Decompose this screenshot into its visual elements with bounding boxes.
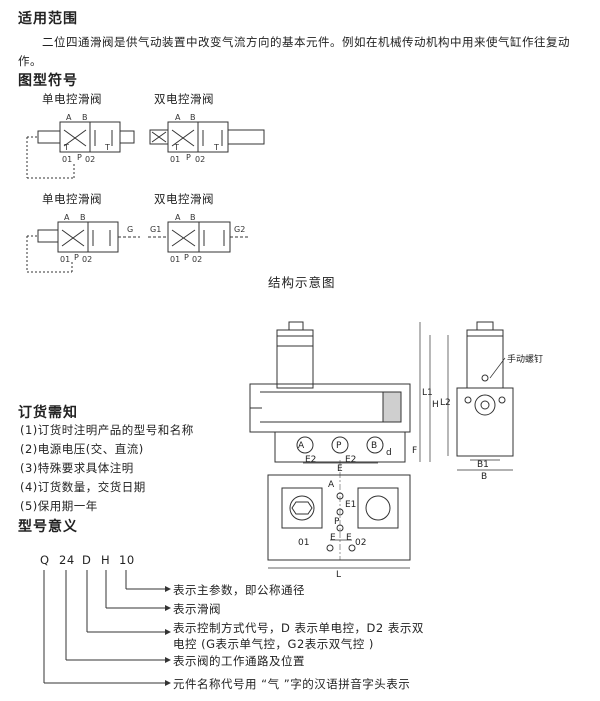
- symbol1-title: 单电控滑阀: [42, 92, 102, 106]
- label-E: E: [337, 464, 343, 474]
- label-E-base-left: E: [330, 533, 336, 543]
- label-L1: L1: [422, 388, 433, 398]
- label-B1: B1: [477, 460, 489, 470]
- section-title-model: 型号意义: [18, 519, 78, 535]
- symbol3-title: 单电控滑阀: [42, 192, 102, 206]
- model-code-H: H: [101, 553, 111, 567]
- sym1-port-B: B: [82, 113, 88, 122]
- section-title-symbols: 图型符号: [18, 73, 78, 89]
- sym1-port-01: 01: [62, 155, 72, 164]
- model-desc-control-line2: 电控 (G表示单气控，G2表示双气控 ): [173, 637, 374, 651]
- sym1-port-T2: T: [104, 143, 110, 152]
- label-port-B-top: B: [371, 441, 378, 451]
- symbol-single-pilot-3: [26, 221, 140, 273]
- model-desc-name-code: 元件名称代号用 “气 ”字的汉语拼音字头表示: [173, 677, 411, 691]
- order-item-4: (4)订货数量，交货日期: [20, 480, 146, 494]
- model-desc-slide-valve: 表示滑阀: [173, 602, 221, 616]
- model-code-10: 10: [119, 553, 135, 567]
- sym2-port-P: P: [186, 153, 191, 162]
- label-port-P-base: P: [334, 517, 340, 527]
- scope-paragraph-line2: 作。: [18, 54, 42, 68]
- structure-title: 结构示意图: [268, 275, 336, 290]
- side-view-drawing: [447, 321, 514, 471]
- sym1-port-T1: T: [63, 143, 69, 152]
- sym1-port-A: A: [66, 113, 72, 122]
- label-E2-right: E2: [345, 455, 357, 465]
- label-E2-left: E2: [305, 455, 317, 465]
- order-item-5: (5)保用期一年: [20, 499, 98, 513]
- sym2-port-A: A: [175, 113, 181, 122]
- sym4-port-G2: G2: [234, 225, 245, 234]
- sym2-port-T1: T: [173, 143, 179, 152]
- label-port-P-top: P: [336, 441, 342, 451]
- sym4-port-G1: G1: [150, 225, 161, 234]
- model-desc-ports: 表示阀的工作通路及位置: [173, 654, 305, 668]
- order-item-2: (2)电源电压(交、直流): [20, 442, 144, 456]
- label-H: H: [432, 400, 439, 410]
- scope-paragraph-line1: 二位四通滑阀是供气动装置中改变气流方向的基本元件。例如在机械传动机构中用来使气缸…: [42, 35, 570, 49]
- label-port-A-base: A: [328, 480, 335, 490]
- symbol-single-solenoid-1: [26, 121, 135, 179]
- sym2-port-02: 02: [195, 155, 205, 164]
- sym2-port-T2: T: [213, 143, 219, 152]
- symbol-double-pilot-4: [148, 221, 250, 253]
- label-F: F: [412, 446, 418, 456]
- label-manual-screw: 手动螺钉: [507, 355, 544, 365]
- sym1-port-P: P: [77, 153, 82, 162]
- sym4-port-A: A: [175, 213, 181, 222]
- symbol2-title: 双电控滑阀: [154, 92, 214, 106]
- order-item-3: (3)特殊要求具体注明: [20, 461, 134, 475]
- sym2-port-01: 01: [170, 155, 180, 164]
- label-L2: L2: [440, 398, 451, 408]
- sym4-port-02: 02: [192, 255, 202, 264]
- sym4-port-P: P: [184, 253, 189, 262]
- label-port-A-top: A: [298, 441, 305, 451]
- label-B: B: [481, 472, 488, 482]
- sym3-port-B: B: [80, 213, 86, 222]
- label-d: d: [386, 448, 392, 458]
- sym3-port-P: P: [74, 253, 79, 262]
- sym4-port-01: 01: [170, 255, 180, 264]
- model-code-24: 24: [59, 553, 75, 567]
- model-desc-control-line1: 表示控制方式代号，D 表示单电控，D2 表示双: [173, 621, 424, 635]
- sym4-port-B: B: [190, 213, 196, 222]
- sym3-port-02: 02: [82, 255, 92, 264]
- model-desc-param: 表示主参数，即公称通径: [173, 583, 305, 597]
- sym3-port-A: A: [64, 213, 70, 222]
- sym1-port-02: 02: [85, 155, 95, 164]
- symbol-double-solenoid-2: [149, 121, 265, 153]
- label-L: L: [336, 570, 342, 580]
- order-item-1: (1)订货时注明产品的型号和名称: [20, 423, 194, 437]
- model-code-Q: Q: [40, 553, 50, 567]
- label-E1: E1: [345, 500, 357, 510]
- sym3-port-G: G: [127, 225, 133, 234]
- model-code-D: D: [82, 553, 92, 567]
- label-port-01: 01: [298, 538, 310, 548]
- front-view-drawing: [249, 321, 431, 569]
- label-E-base-right: E: [346, 533, 352, 543]
- symbol4-title: 双电控滑阀: [154, 192, 214, 206]
- sym2-port-B: B: [190, 113, 196, 122]
- sym3-port-01: 01: [60, 255, 70, 264]
- section-title-scope: 适用范围: [18, 11, 78, 27]
- section-title-order: 订货需知: [18, 405, 78, 421]
- label-port-02: 02: [355, 538, 367, 548]
